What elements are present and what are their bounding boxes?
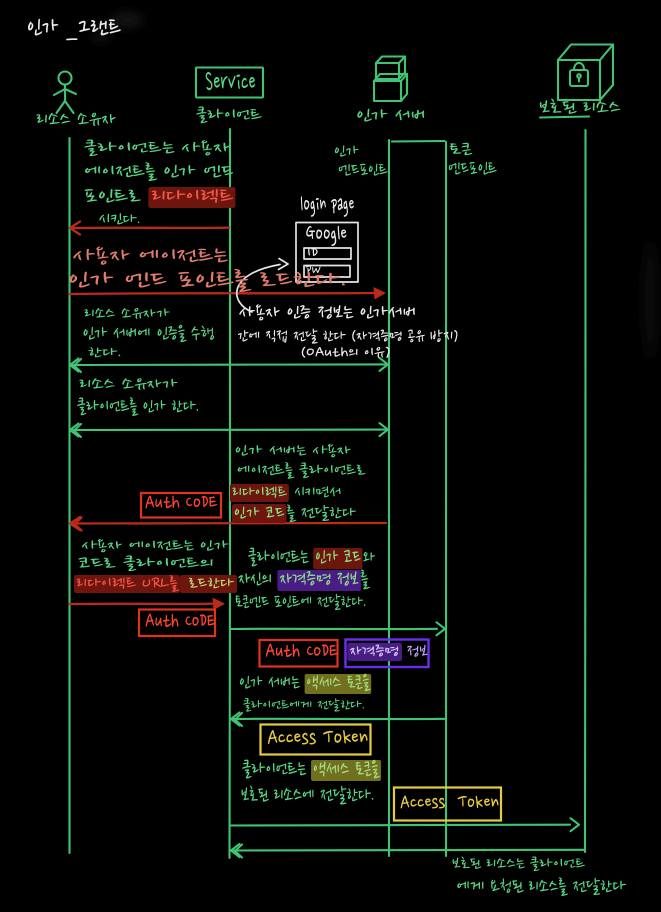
login-id-label: ID [306,246,318,263]
arrow-authenticate [68,356,390,374]
auth-server-endpoints-connector [390,139,446,143]
m4-line-1: 리소스 소유자가 [83,307,170,323]
lifeline-protected-resource [583,128,587,854]
m7-line-1: 사용자 에이전트는 인가 [81,539,230,555]
client-service-text: Service [204,67,256,100]
arrow-load-auth-endpoint [67,287,386,300]
m4-line-2: 인가 서버에 인증을 수행 [82,324,215,345]
arrow-authorize-client [68,422,390,439]
m7-line-2: 코드로 클라이언트의 [78,554,215,573]
arrow-load-redirect-url [67,597,225,611]
access-token-box-1 [259,723,372,756]
login-pw-field-box [303,264,351,278]
m2-line-2: 인가 엔드 포인트를 로드한다. [68,267,348,293]
lifeline-client [228,127,232,860]
m8-line-3: 토큰엔드 포인트에 전달한다. [234,592,367,612]
login-page-sketch [236,221,359,313]
m8-line-2: 자신의 자격증명 정보를 [237,569,369,591]
m8-line-1: 클라이언트는 인가 코드와 [247,547,375,569]
auth-endpoint-line-2: 엔드포인트 [337,160,388,180]
m3-line-3: (OAuth의 이유) [299,346,390,362]
m10-line-1: 클라이언트는 액세스 토큰을 [241,759,381,781]
auth-code-box-3 [258,638,339,668]
m1-line-2: 에이전트를 인가 엔드 [84,162,234,183]
m1-line-4: 시킨다. [98,210,141,229]
m11-line-1: 보호된 리소스는 클라이언트 [451,857,585,873]
auth-code-badge-1: Auth CoDE [145,492,218,515]
login-brand-text: Google [305,222,347,247]
m9-line-1: 인가 서버는 액세스 토큰을 [238,673,371,694]
arrow-redirect-to-auth-endpoint [68,220,231,236]
arrow-deliver-access-token [229,711,447,728]
access-token-box-2 [392,786,503,822]
login-page-caption: login page [299,192,354,219]
arrow-auth-code-redirect [68,515,388,532]
curved-arrow-to-login [236,257,289,313]
m6-line-1: 인가 서버는 사용자 [235,444,352,460]
auth-code-box-1 [139,491,223,519]
client-service-box [194,66,265,99]
protected-resource-label-underline [538,115,591,119]
arrow-return-resource [229,842,587,859]
m5-line-2: 클라이언트를 인가 한다. [76,397,200,418]
access-token-badge-2: Access Token [400,791,500,815]
m3-line-2: 간에 직접 전달 한다 (자격증명 공유 방지) [237,327,459,346]
token-endpoint-line-1: 토큰 [449,140,472,159]
m10-line-2: 보호된 리소스에 전달한다. [240,785,375,807]
m2-line-1: 사용자 에이전트는 [73,244,228,268]
auth-endpoint-line-1: 인가 [333,142,359,161]
m3-line-1: 사용자 인증 정보는 인가서버 [239,303,417,324]
auth-code-box-2 [137,608,217,638]
protected-resource-label: 보호된 리소스 [539,98,622,119]
access-token-badge-1: Access Token [267,725,368,751]
auth-code-badge-3: Auth CoDE [264,640,338,664]
auth-server-label: 인가 서버 [356,106,427,127]
eraser-smudges [90,12,658,360]
m7-line-3: 리다이렉트 URL를 로드한다 [74,574,237,594]
login-pw-label: PW [305,263,321,280]
login-id-field-box [303,247,352,260]
m5-line-1: 리소스 소유자가 [79,375,179,394]
padlock-icon [568,61,590,88]
arrow-send-auth-code-credential [228,621,447,637]
arrows [67,220,587,859]
lifelines [68,127,587,860]
login-window-box [295,221,359,283]
m6-line-2: 에이전트를 클라이언트로 [236,461,365,480]
arrow-send-access-token [228,817,581,833]
m4-line-3: 한다. [88,346,123,362]
m9-line-2: 클라이언트에게 전달한다. [242,699,365,715]
credential-badge: 자격증명 정보 [343,639,432,667]
server-boxes-icon [372,55,409,103]
m11-line-2: 에게 요청된 리소스를 전달한다 [456,877,627,898]
auth-code-badge-2: Auth CoDE [145,609,216,634]
lifeline-resource-owner [68,136,71,855]
m1-line-1: 클라이언트는 사용자 [84,138,231,158]
credential-box [344,638,430,669]
m1-line-3: 포인트로 리다이렉트 [84,186,237,208]
token-endpoint-line-2: 엔드포인트 [447,159,497,180]
m6-line-3: 리다이렉트 시키면서 [230,483,342,503]
page-title: 인가 _그랜트 [27,16,122,43]
badge-boxes [137,491,503,822]
locked-box-icon [556,43,615,102]
resource-owner-label: 리소스 소유자 [36,110,117,131]
client-label: 클라이언트 [196,105,263,125]
stick-figure-icon [52,70,78,115]
